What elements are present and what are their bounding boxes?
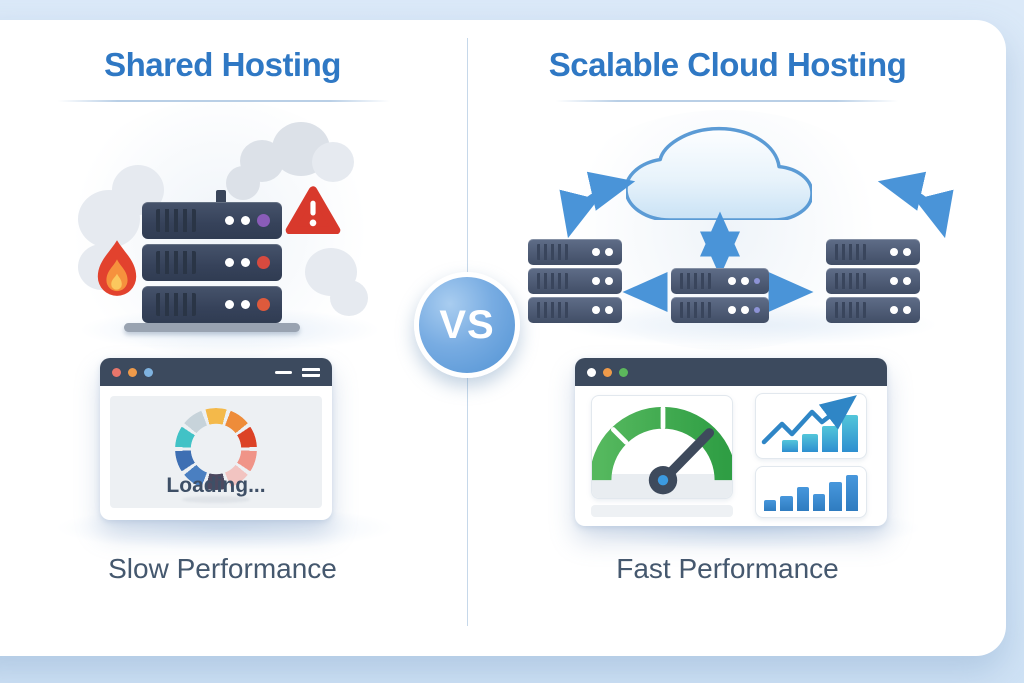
led — [257, 256, 270, 269]
panel-footer — [591, 505, 733, 517]
left-caption: Slow Performance — [108, 553, 337, 584]
smoke-cloud-icon — [330, 280, 368, 316]
bar — [782, 440, 798, 452]
sync-arrows — [559, 171, 954, 312]
window-dot-icon — [619, 367, 628, 377]
cloud-icon — [626, 112, 812, 220]
led — [257, 214, 270, 227]
server-slots — [537, 244, 568, 260]
window-titlebar — [575, 358, 887, 386]
server-unit — [671, 297, 769, 323]
server-slots — [835, 244, 866, 260]
server-slots — [680, 273, 711, 289]
growth-chart-panel — [755, 393, 867, 459]
server-slots — [156, 209, 196, 232]
bar-chart-panel — [755, 466, 867, 518]
led — [241, 216, 250, 225]
led — [225, 300, 234, 309]
server-stack — [528, 239, 622, 326]
bar — [845, 474, 858, 511]
server-leds — [225, 244, 270, 281]
server-unit — [671, 268, 769, 294]
led — [225, 216, 234, 225]
server-leds — [225, 286, 270, 323]
smoke-cloud-icon — [312, 142, 354, 182]
server-unit — [826, 239, 920, 265]
server-slots — [156, 251, 196, 274]
window-dot-icon — [144, 367, 153, 377]
browser-window-loading: Loading... — [100, 358, 332, 520]
bar — [829, 482, 842, 511]
menu-icon — [302, 367, 320, 377]
server-slots — [835, 302, 866, 318]
right-title-underline — [556, 100, 898, 102]
bar — [822, 425, 838, 452]
window-dot-icon — [112, 367, 121, 377]
bar — [780, 495, 793, 511]
server-base — [124, 323, 300, 332]
flame-icon — [97, 240, 137, 296]
curved-arrow-icon — [559, 171, 636, 239]
curved-arrow-icon — [877, 171, 954, 239]
window-controls — [275, 367, 320, 377]
led — [241, 258, 250, 267]
loading-spinner — [175, 408, 257, 490]
window-titlebar — [100, 358, 332, 386]
server-unit — [142, 202, 282, 239]
bar — [802, 434, 818, 452]
vs-badge: VS — [414, 272, 520, 378]
server-unit — [826, 297, 920, 323]
server-slots — [537, 273, 568, 289]
speedometer-icon — [592, 405, 732, 495]
line-chart-icon — [761, 395, 857, 445]
window-dot-icon — [587, 367, 596, 377]
led — [225, 258, 234, 267]
spinner-shadow — [182, 496, 250, 503]
minimize-icon — [275, 370, 292, 374]
server-slots — [680, 302, 711, 318]
server-leds — [225, 202, 270, 239]
left-title: Shared Hosting — [104, 46, 341, 83]
server-unit — [826, 268, 920, 294]
server-unit — [528, 239, 622, 265]
right-title: Scalable Cloud Hosting — [548, 46, 907, 83]
server-unit — [142, 286, 282, 323]
server-slots — [835, 273, 866, 289]
bar — [796, 487, 809, 511]
bar — [764, 500, 777, 511]
led — [241, 300, 250, 309]
server-stack — [142, 202, 282, 328]
warning-icon — [285, 186, 341, 234]
window-dot-icon — [603, 367, 612, 377]
server-stack-center — [671, 268, 769, 326]
server-slots — [156, 293, 196, 316]
server-unit — [142, 244, 282, 281]
loading-text: Loading... — [166, 474, 266, 497]
server-slots — [537, 302, 568, 318]
gauge-panel — [591, 395, 733, 499]
left-title-underline — [58, 100, 390, 102]
window-dot-icon — [128, 367, 137, 377]
browser-window-dashboard — [575, 358, 887, 526]
server-stack — [826, 239, 920, 326]
server-unit — [528, 268, 622, 294]
server-unit — [528, 297, 622, 323]
loading-panel: Loading... — [110, 396, 322, 508]
vs-label: VS — [439, 302, 495, 347]
bar — [812, 493, 826, 511]
bar-chart — [764, 473, 858, 511]
server-vent — [216, 190, 226, 204]
led — [257, 298, 270, 311]
right-caption: Fast Performance — [616, 553, 839, 584]
